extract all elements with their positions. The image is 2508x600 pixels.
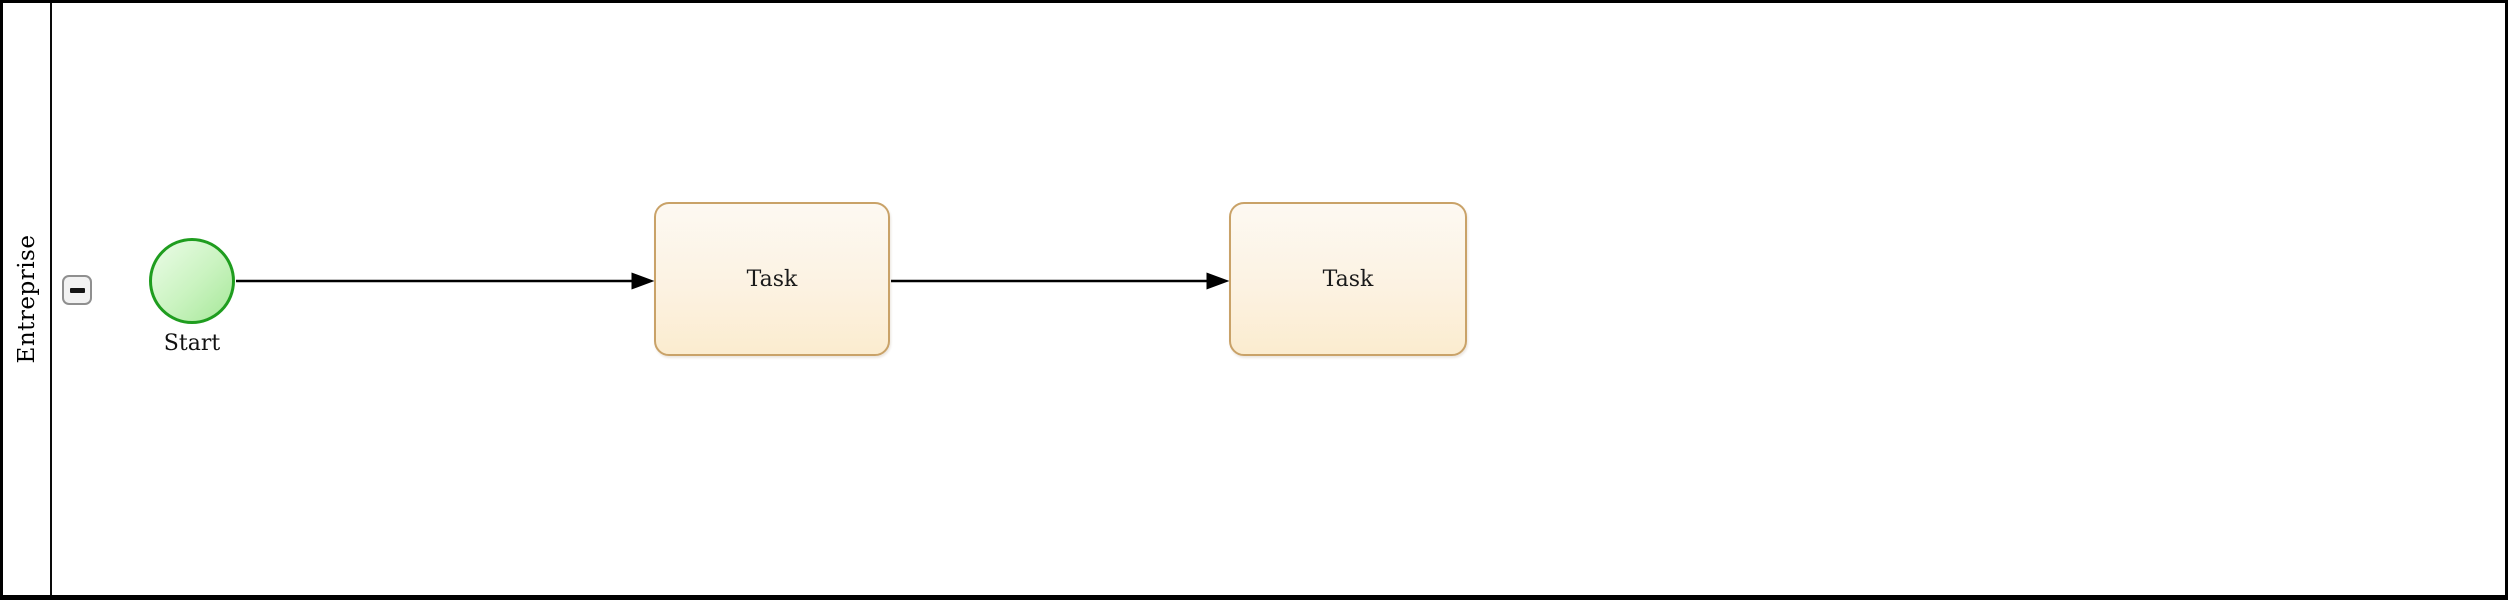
sequence-flow-task1-to-task2[interactable]	[891, 272, 1230, 290]
task-node-1[interactable]: Task	[654, 202, 890, 356]
pool-collapse-button[interactable]	[62, 275, 92, 305]
minus-icon	[69, 287, 85, 293]
start-event-label: Start	[163, 331, 221, 356]
task-node-2[interactable]: Task	[1229, 202, 1467, 356]
lane-title-strip: Entreprise	[3, 3, 52, 595]
sequence-flow-start-to-task1[interactable]	[236, 272, 655, 290]
task-2-label: Task	[1322, 266, 1374, 292]
task-1-label: Task	[746, 266, 798, 292]
start-event-node[interactable]	[149, 238, 235, 324]
